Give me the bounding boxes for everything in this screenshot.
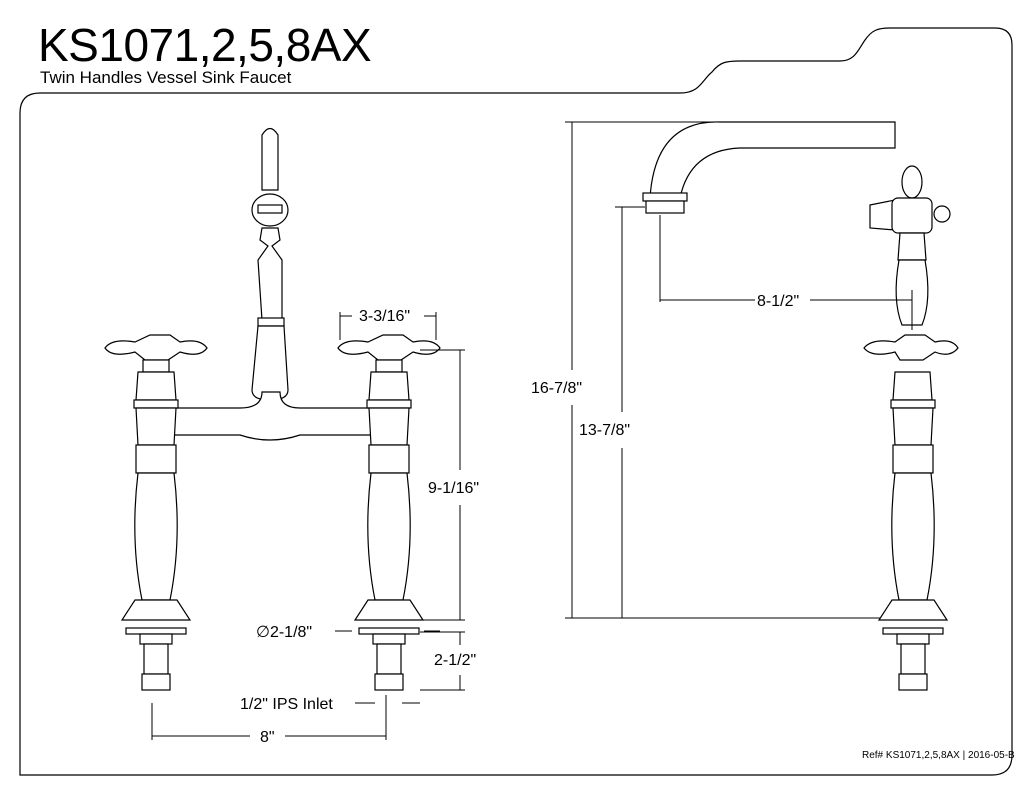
page-title: KS1071,2,5,8AX	[38, 19, 372, 71]
dim-handle-height: 9-1/16"	[428, 480, 479, 497]
dim-overall-height: 16-7/8"	[531, 380, 582, 397]
dim-base-diameter: ∅2-1/8"	[256, 624, 312, 641]
dim-spout-reach: 8-1/2"	[757, 293, 799, 310]
side-view-faucet	[642, 121, 959, 691]
front-view-faucet	[104, 127, 441, 691]
front-dimensions: 3-3/16" 9-1/16" ∅2-1/8" 2-1/2" 1/2" IPS …	[151, 308, 479, 746]
right-handle-assembly	[337, 334, 441, 691]
dim-shank-length: 2-1/2"	[434, 652, 476, 669]
reference-note: Ref# KS1071,2,5,8AX | 2016-05-B	[862, 750, 1015, 761]
page-subtitle: Twin Handles Vessel Sink Faucet	[40, 68, 292, 87]
left-handle-assembly	[104, 334, 208, 691]
dim-inlet: 1/2" IPS Inlet	[240, 696, 333, 713]
side-dimensions: 8-1/2" 16-7/8" 13-7/8"	[531, 121, 913, 619]
drawing-frame	[19, 27, 1013, 776]
dim-handle-width: 3-3/16"	[359, 308, 410, 325]
dim-spout-height: 13-7/8"	[579, 422, 630, 439]
dim-center-spread: 8"	[260, 729, 275, 746]
